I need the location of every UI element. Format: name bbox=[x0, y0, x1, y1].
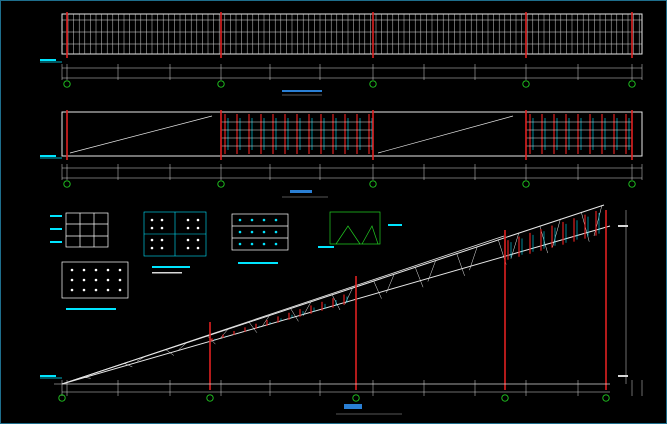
grid-axis-circle-icon bbox=[63, 180, 71, 188]
detail-3 bbox=[143, 211, 207, 257]
grid-axis-circle-icon bbox=[501, 394, 509, 402]
grid-axis-circle-icon bbox=[217, 180, 225, 188]
grid-axis-circle-icon bbox=[369, 180, 377, 188]
plan-outline bbox=[61, 111, 643, 157]
grid-axis-circle-icon bbox=[602, 394, 610, 402]
grid-axis-circle-icon bbox=[63, 80, 71, 88]
grid-axis-circle-icon bbox=[522, 180, 530, 188]
detail-1-labels bbox=[50, 215, 62, 243]
grid-axis-circle-icon bbox=[369, 80, 377, 88]
detail-5 bbox=[329, 211, 381, 245]
detail-1 bbox=[65, 212, 109, 248]
grid-axis-circle-icon bbox=[628, 180, 636, 188]
grid-axis-circle-icon bbox=[206, 394, 214, 402]
truss-columns bbox=[209, 210, 607, 390]
plan-bracing-bays bbox=[221, 114, 632, 154]
detail-2-bolts bbox=[70, 268, 122, 292]
elevation-title-underline bbox=[282, 90, 322, 92]
section-title-highlight bbox=[344, 404, 362, 409]
detail-5-caption bbox=[318, 246, 334, 248]
inclined-truss-view bbox=[40, 204, 643, 415]
plan-bracing-diagonal bbox=[69, 115, 213, 154]
truss-web-members bbox=[54, 204, 603, 385]
plan-view bbox=[40, 110, 643, 198]
detail-3-caption bbox=[152, 266, 190, 268]
grid-axis-circle-icon bbox=[58, 394, 66, 402]
detail-4 bbox=[231, 213, 289, 251]
plan-columns bbox=[66, 110, 633, 160]
elevation-columns bbox=[66, 12, 633, 58]
elevation-verticals bbox=[67, 14, 640, 54]
truss-dense-panels bbox=[211, 210, 600, 341]
detail-2 bbox=[61, 261, 129, 299]
detail-2-caption bbox=[66, 308, 116, 310]
grid-axis-circle-icon bbox=[628, 80, 636, 88]
grid-axis-circle-icon bbox=[217, 80, 225, 88]
grid-axis-circle-icon bbox=[352, 394, 360, 402]
elevation-view bbox=[40, 12, 643, 96]
plan-title-highlight bbox=[290, 190, 312, 193]
elevation-outline bbox=[61, 13, 643, 55]
connection-details bbox=[50, 211, 402, 310]
detail-4-caption bbox=[238, 262, 278, 264]
plan-bracing-diagonal bbox=[377, 115, 514, 154]
grid-axis-circle-icon bbox=[522, 80, 530, 88]
grid-axis-circles bbox=[58, 80, 636, 402]
